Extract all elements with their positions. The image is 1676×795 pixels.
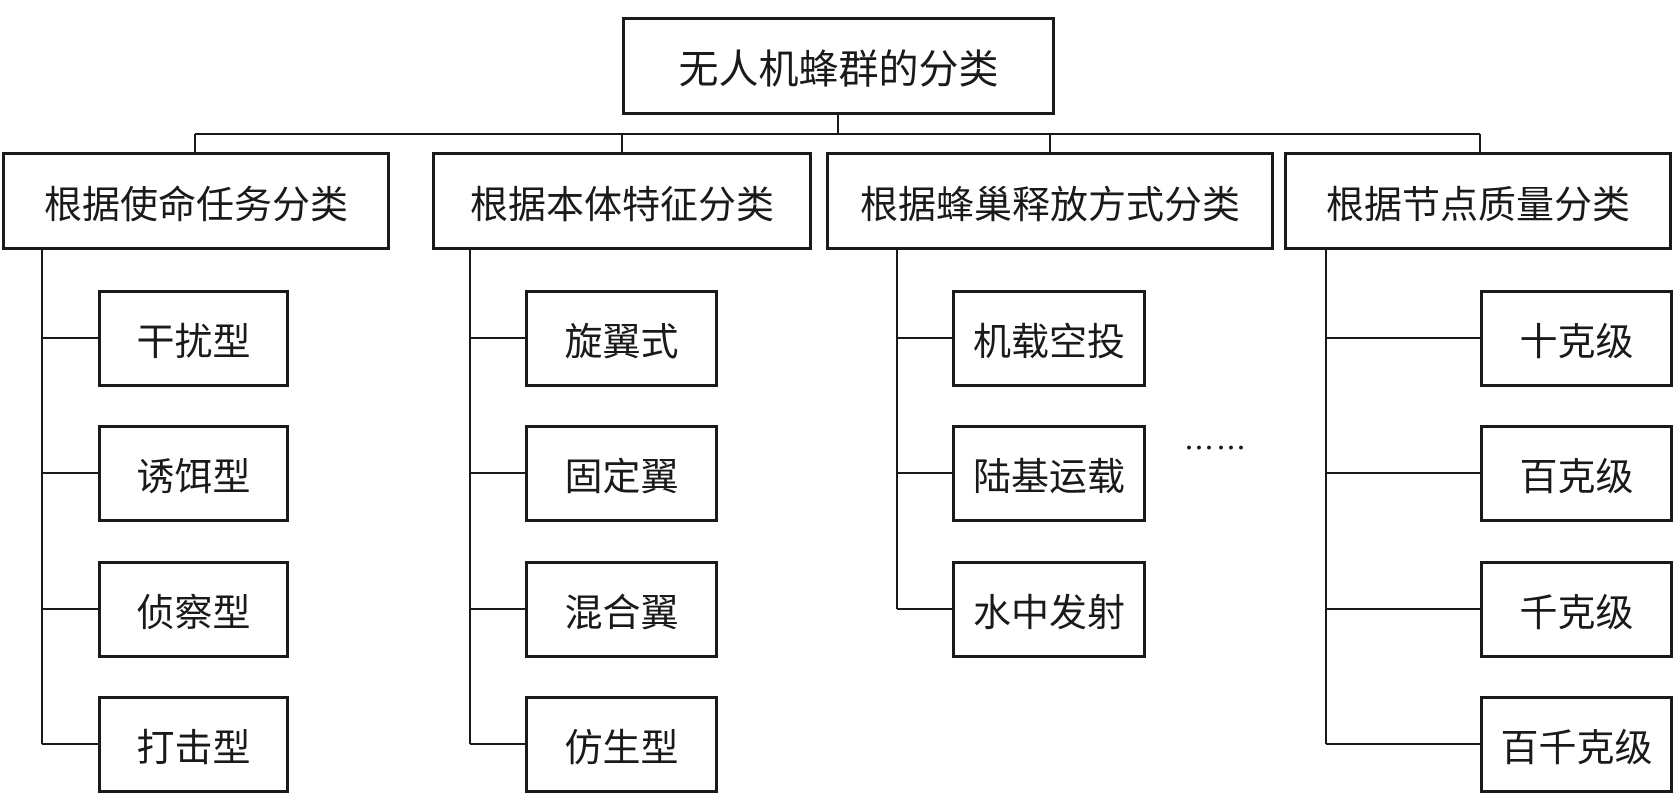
category-node-hive-release: 根据蜂巢释放方式分类 — [826, 152, 1274, 250]
category-node-mission: 根据使命任务分类 — [2, 152, 390, 250]
leaf-node: 水中发射 — [952, 561, 1146, 658]
leaf-label: 陆基运载 — [972, 455, 1125, 499]
leaf-label: 百克级 — [1519, 455, 1634, 499]
ellipsis-more: …… — [1184, 422, 1248, 457]
leaf-label: 诱饵型 — [136, 455, 251, 499]
category-label: 根据蜂巢释放方式分类 — [859, 182, 1240, 227]
leaf-node: 百克级 — [1480, 425, 1673, 522]
leaf-label: 混合翼 — [564, 591, 679, 635]
leaf-label: 水中发射 — [972, 591, 1125, 635]
leaf-label: 十克级 — [1519, 320, 1634, 364]
leaf-node: 干扰型 — [98, 290, 289, 387]
leaf-label: 干扰型 — [136, 320, 251, 364]
leaf-label: 打击型 — [136, 726, 251, 770]
leaf-node: 混合翼 — [525, 561, 718, 658]
category-label: 根据使命任务分类 — [43, 182, 348, 227]
leaf-label: 机载空投 — [972, 320, 1125, 364]
leaf-node: 百千克级 — [1480, 696, 1673, 793]
leaf-node: 陆基运载 — [952, 425, 1146, 522]
category-label: 根据本体特征分类 — [469, 182, 774, 227]
leaf-node: 机载空投 — [952, 290, 1146, 387]
leaf-label: 固定翼 — [564, 455, 679, 499]
leaf-node: 侦察型 — [98, 561, 289, 658]
leaf-node: 十克级 — [1480, 290, 1673, 387]
root-node-label: 无人机蜂群的分类 — [678, 47, 999, 93]
leaf-label: 侦察型 — [136, 591, 251, 635]
leaf-node: 千克级 — [1480, 561, 1673, 658]
leaf-node: 固定翼 — [525, 425, 718, 522]
leaf-label: 百千克级 — [1500, 726, 1653, 770]
leaf-node: 打击型 — [98, 696, 289, 793]
leaf-node: 诱饵型 — [98, 425, 289, 522]
category-label: 根据节点质量分类 — [1325, 182, 1630, 227]
leaf-label: 千克级 — [1519, 591, 1634, 635]
leaf-label: 旋翼式 — [564, 320, 679, 364]
leaf-node: 旋翼式 — [525, 290, 718, 387]
leaf-label: 仿生型 — [564, 726, 679, 770]
category-node-body-features: 根据本体特征分类 — [432, 152, 812, 250]
category-node-node-mass: 根据节点质量分类 — [1284, 152, 1672, 250]
leaf-node: 仿生型 — [525, 696, 718, 793]
root-node: 无人机蜂群的分类 — [622, 17, 1055, 115]
